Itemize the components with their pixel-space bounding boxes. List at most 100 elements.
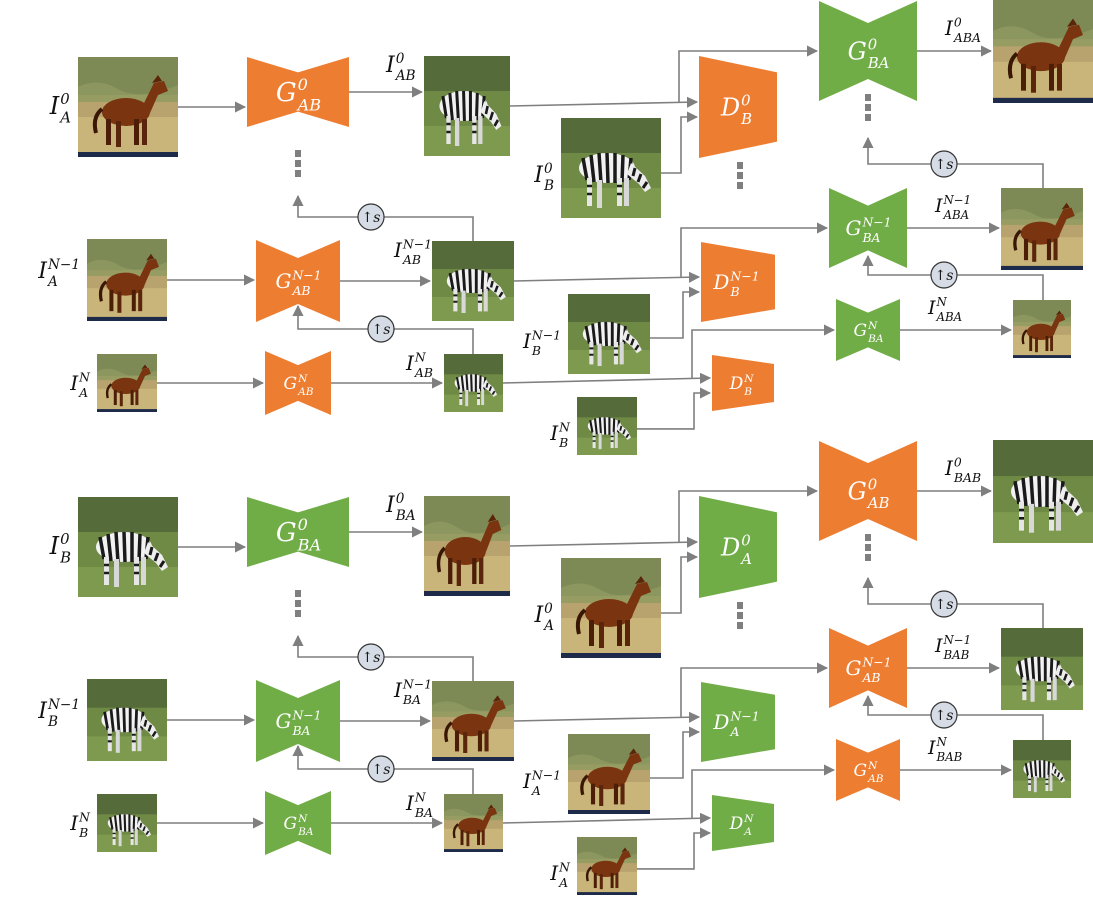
top-cycle-upsample-edge-a-0 xyxy=(957,163,1044,188)
bottom-edge-fake-disc-1 xyxy=(513,711,701,723)
bottom-input-label-2-sup: N xyxy=(78,810,91,825)
top-cycle-upsample-edge-b-0 xyxy=(862,136,931,165)
top-fake-image-2 xyxy=(444,354,503,412)
top-generator-dots xyxy=(295,150,301,157)
top-fake-image-1 xyxy=(432,241,514,321)
top-cycle-upsample-circle-0 xyxy=(930,150,958,178)
bottom-reconstruction-label-0-sup: 0 xyxy=(954,455,962,470)
top-input-label-2-sub: A xyxy=(78,385,88,400)
bottom-cycle-generator-0-label-sup: 0 xyxy=(868,475,877,493)
top-real-label-1-sup: N−1 xyxy=(531,328,561,343)
top-cycle-generator-2-label-sub: BA xyxy=(867,333,884,345)
top-edge-real-disc-1 xyxy=(650,286,701,339)
bottom-generator-2 xyxy=(265,791,331,855)
bottom-fake-label-1-sup: N−1 xyxy=(402,677,432,692)
bottom-cycle-generator-1 xyxy=(829,628,907,708)
bottom-fake-label-2-sup: N xyxy=(414,790,427,805)
top-reconstruction-label-1-sub: ABA xyxy=(943,208,970,222)
bottom-real-label-2-sub: A xyxy=(558,875,568,890)
top-upsample-circle-0-label: ↑s xyxy=(362,210,381,226)
top-discriminator-0 xyxy=(699,56,777,158)
bottom-real-image-0 xyxy=(561,558,661,658)
top-generator-1 xyxy=(256,240,340,322)
bottom-edge-fake-cycle-2 xyxy=(691,764,836,818)
bottom-generator-dots xyxy=(295,590,301,597)
top-real-label-0-sub: B xyxy=(543,178,554,194)
bottom-cycle-dots xyxy=(865,554,871,561)
top-upsample-edge-b-1 xyxy=(292,304,368,330)
bottom-reconstruction-label-1-sup: N−1 xyxy=(943,633,972,647)
top-reconstruction-image-0 xyxy=(993,0,1093,103)
bottom-cycle-upsample-circle-0-label: ↑s xyxy=(935,597,954,613)
bottom-cycle-upsample-edge-b-0 xyxy=(862,576,931,605)
top-cycle-dots xyxy=(865,104,871,111)
bottom-cycle-upsample-circle-0 xyxy=(930,590,958,618)
bottom-generator-1 xyxy=(256,680,340,762)
bottom-upsample-edge-b-0 xyxy=(292,634,358,658)
bottom-edge-fake-disc-2 xyxy=(502,812,712,824)
bottom-cycle-generator-2 xyxy=(836,739,900,801)
bottom-generator-2-label-sub: BA xyxy=(297,826,314,838)
bottom-cycle-upsample-circle-1-label: ↑s xyxy=(935,708,954,724)
bottom-discriminator-1 xyxy=(701,682,775,762)
top-fake-image-0 xyxy=(424,56,510,156)
top-real-label-0-sup: 0 xyxy=(544,161,553,177)
bottom-cycle-generator-0 xyxy=(819,441,917,541)
bottom-input-label-1-sub: B xyxy=(47,714,58,730)
top-real-label-1-sub: B xyxy=(531,343,541,358)
bottom-discriminator-2 xyxy=(712,795,774,851)
bottom-real-image-1 xyxy=(568,734,650,814)
bottom-cycle-upsample-edge-a-1 xyxy=(957,714,1044,740)
bottom-discriminator-dots xyxy=(737,602,743,609)
top-input-label-1-sub: A xyxy=(46,274,58,290)
bottom-discriminator-0-label-sub: A xyxy=(739,550,752,568)
bottom-real-label-0-sup: 0 xyxy=(544,601,553,617)
top-fake-label-2-sub: AB xyxy=(414,365,433,380)
top-discriminator-0-label-sub: B xyxy=(740,110,752,128)
bottom-reconstruction-label-1-sub: BAB xyxy=(943,648,970,662)
top-real-label-2-sup: N xyxy=(558,420,571,435)
top-reconstruction-label-0-sub: ABA xyxy=(953,30,981,45)
bottom-upsample-circle-0-label: ↑s xyxy=(362,650,381,666)
top-real-label-2-sub: B xyxy=(558,435,568,450)
top-reconstruction-label-1-sup: N−1 xyxy=(943,193,972,207)
bottom-real-label-1-sup: N−1 xyxy=(531,768,561,783)
bottom-real-label-1-sub: A xyxy=(531,783,541,798)
top-edge-fake-cycle-0 xyxy=(678,45,819,102)
top-cycle-generator-2-label-sup: N xyxy=(867,320,878,332)
bottom-generator-1-label-sup: N−1 xyxy=(291,708,321,723)
top-generator-2-label-sub: AB xyxy=(297,386,314,398)
top-upsample-circle-1-label: ↑s xyxy=(372,322,391,338)
top-cycle-upsample-circle-0-label: ↑s xyxy=(935,157,954,173)
top-discriminator-dots xyxy=(737,172,743,179)
top-generator-1-label-sup: N−1 xyxy=(291,268,321,283)
bottom-input-label-1-sup: N−1 xyxy=(47,697,80,713)
bottom-upsample-edge-a-0 xyxy=(384,656,474,681)
top-discriminator-2 xyxy=(712,355,774,411)
bottom-generator-0 xyxy=(247,497,349,567)
